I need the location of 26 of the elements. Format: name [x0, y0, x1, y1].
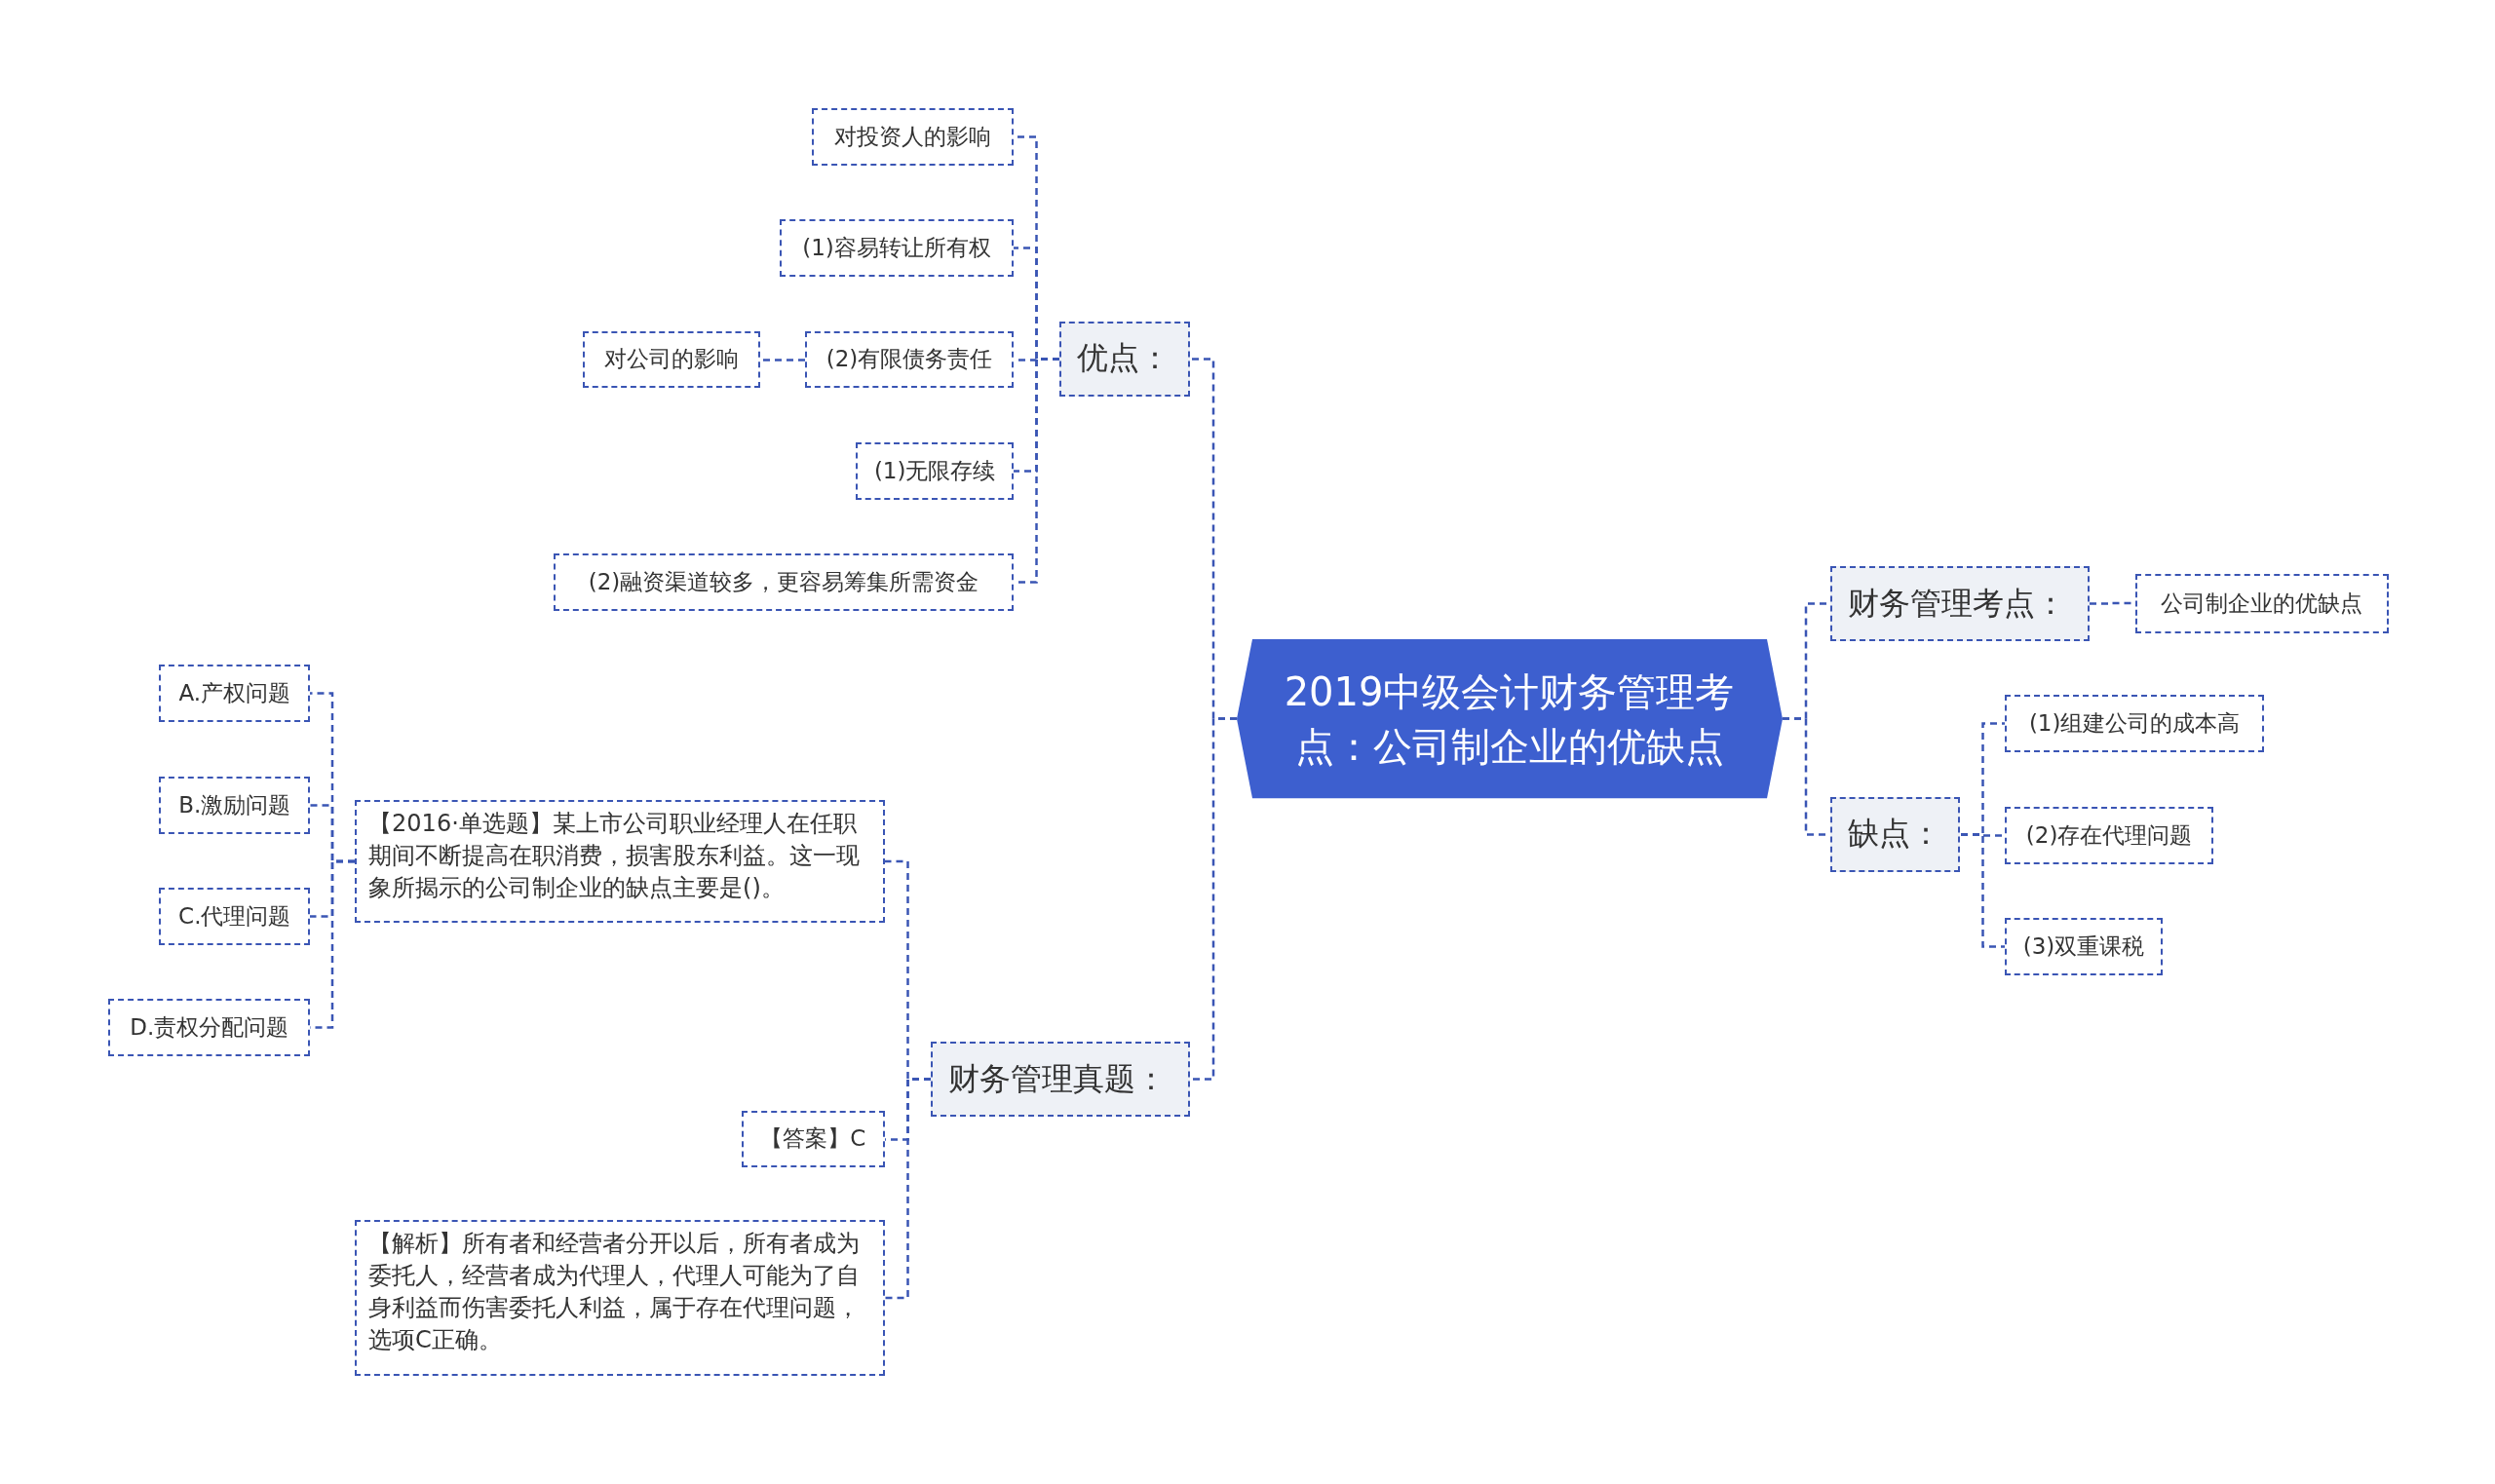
subtopic-box: B.激励问题: [159, 776, 311, 834]
subtopic-box: (1)无限存续: [856, 441, 1014, 500]
subtopic-box: (3)双重课税: [2005, 918, 2163, 975]
connector-line: [761, 359, 805, 361]
subtopic-box: (2)存在代理问题: [2005, 806, 2213, 864]
connector-line: [1190, 717, 1237, 1081]
topic-box: 财务管理真题：: [931, 1042, 1191, 1118]
connector-line: [1961, 833, 2005, 948]
subtopic-box: D.责权分配问题: [108, 999, 311, 1057]
central-topic: 2019中级会计财务管理考点：公司制企业的优缺点: [1236, 639, 1783, 799]
subtopic-box: (2)融资渠道较多，更容易筹集所需资金: [554, 553, 1014, 611]
topic-box: 缺点：: [1829, 796, 1961, 872]
subtopic-box: A.产权问题: [159, 665, 311, 723]
subtopic-box: 对投资人的影响: [811, 108, 1014, 166]
subtopic-box: 【答案】C: [741, 1110, 885, 1168]
subtopic-box: 公司制企业的优缺点: [2135, 574, 2389, 633]
subtopic-box: 对公司的影响: [582, 330, 761, 389]
subtopic-box: (1)组建公司的成本高: [2005, 695, 2265, 753]
text-box: 【解析】所有者和经营者分开以后，所有者成为委托人，经营者成为代理人，代理人可能为了自身利益而伤害委托人利益，属于存在代理问题，选项C正确。: [355, 1220, 885, 1377]
topic-box: 优点：: [1059, 321, 1191, 397]
subtopic-box: (2)有限债务责任: [805, 330, 1014, 389]
subtopic-box: (1)容易转让所有权: [780, 219, 1014, 278]
connector-line: [885, 1078, 931, 1300]
subtopic-box: C.代理问题: [159, 888, 311, 945]
topic-box: 财务管理考点：: [1829, 566, 2090, 641]
text-box: 【2016·单选题】某上市公司职业经理人在任职期间不断提高在职消费，损害股东利益。这一现象所揭示的公司制企业的缺点主要是()。: [355, 800, 885, 923]
